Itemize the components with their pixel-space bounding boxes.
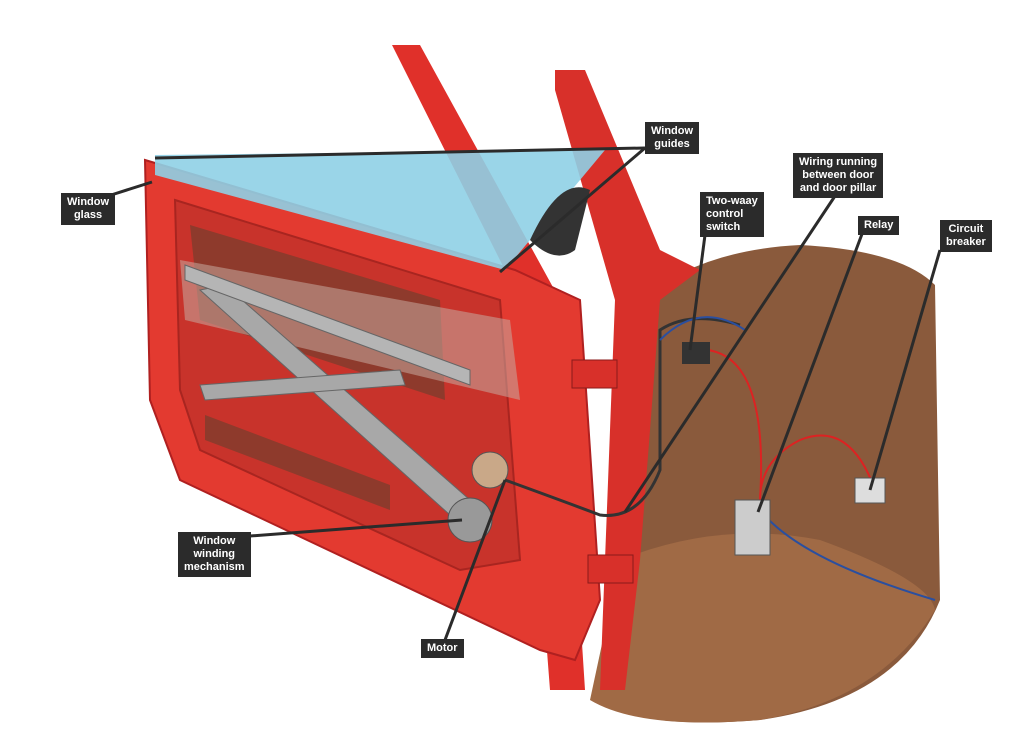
- label-line: guides: [654, 138, 690, 150]
- leader-guides-2: [499, 146, 646, 274]
- switch-shape: [682, 342, 710, 364]
- label-line: and door pillar: [799, 182, 877, 194]
- label-line: switch: [706, 221, 741, 233]
- leader-motor: [443, 479, 507, 641]
- window-glass-shape: [155, 150, 605, 270]
- label-line: control: [706, 208, 744, 220]
- label-circuit-breaker: Circuit breaker: [940, 220, 992, 252]
- label-window-glass: Window glass: [61, 193, 116, 225]
- interior-floor: [590, 533, 935, 723]
- label-relay: Relay: [858, 216, 900, 235]
- label-line: Window: [651, 125, 694, 137]
- label-line: mechanism: [184, 561, 245, 573]
- breaker-shape: [854, 477, 886, 504]
- label-line: Wiring running: [799, 156, 878, 168]
- lift-arm: [199, 369, 406, 401]
- lift-rail: [184, 264, 471, 386]
- relay-shape: [734, 499, 771, 556]
- label-line: glass: [73, 209, 103, 221]
- label-line: Motor: [427, 642, 458, 654]
- door-pillar: [555, 70, 700, 690]
- hinge-lower: [587, 554, 634, 584]
- label-line: Relay: [864, 219, 894, 231]
- label-control-switch: Two-waay control switch: [700, 192, 764, 237]
- door-slot: [205, 415, 390, 510]
- motor-shape: [471, 451, 509, 489]
- label-line: Window: [67, 196, 110, 208]
- label-line: winding: [193, 548, 236, 560]
- hinge-upper: [571, 359, 618, 389]
- leader-wiring: [623, 195, 837, 513]
- leader-switch: [688, 234, 707, 351]
- leader-breaker: [868, 249, 942, 491]
- label-wiring: Wiring running between door and door pil…: [793, 153, 884, 198]
- leader-glass: [107, 180, 153, 198]
- leader-winding: [249, 518, 463, 538]
- label-motor: Motor: [421, 639, 464, 658]
- label-line: between door: [802, 169, 874, 181]
- label-line: Circuit: [948, 223, 984, 235]
- label-line: Window: [193, 535, 236, 547]
- leader-guides-1: [154, 146, 646, 160]
- leader-relay: [756, 233, 864, 513]
- label-line: breaker: [946, 236, 986, 248]
- wire-blue: [659, 316, 936, 601]
- label-line: Two-waay: [706, 195, 758, 207]
- label-window-guides: Window guides: [645, 122, 700, 154]
- label-winding-mechanism: Window winding mechanism: [178, 532, 251, 577]
